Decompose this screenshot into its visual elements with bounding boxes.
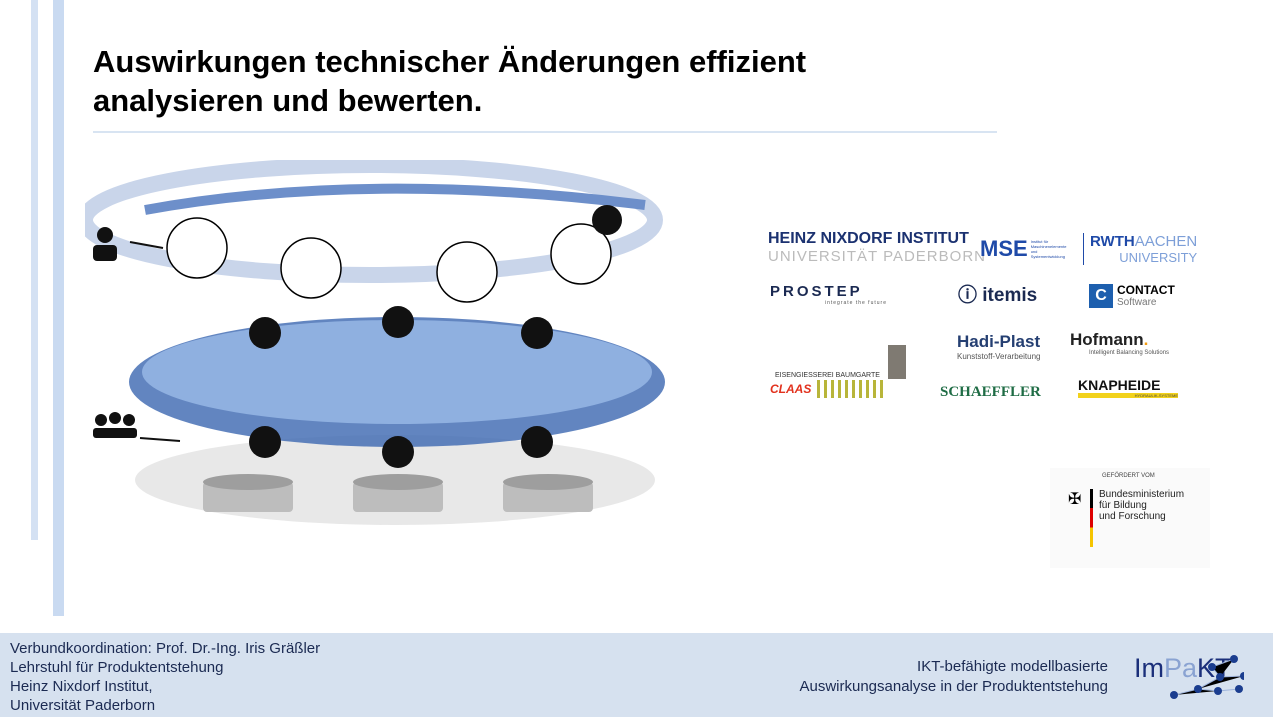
rwth-logo: RWTHAACHEN UNIVERSITY (1083, 233, 1197, 265)
eagle-icon: ✠ (1068, 491, 1082, 508)
impakt-logo: ImPaKT (1134, 653, 1244, 699)
title-divider (93, 131, 997, 133)
mse-logo: MSE Institut für Maschinenelemente und S… (980, 236, 1067, 261)
prostep-logo: PROSTEP integrate the future (770, 283, 887, 306)
partner-logos: HEINZ NIXDORF INSTITUT UNIVERSITÄT PADER… (765, 228, 1197, 408)
itemis-logo: ⓘ itemis (958, 285, 1038, 306)
knapheide-logo: KNAPHEIDE HYDRAULIK-SYSTEME (1078, 377, 1178, 398)
arrow-icon (139, 437, 181, 442)
claas-logo: CLAAS (770, 380, 888, 398)
impact-analysis-diagram (85, 160, 665, 525)
hadi-plast-logo: Hadi-Plast Kunststoff-Verarbeitung (957, 332, 1041, 361)
baumgarte-logo: EISENGIESSEREI BAUMGARTE (775, 345, 906, 379)
team-icon (93, 412, 137, 438)
page-title: Auswirkungen technischer Änderungen effi… (93, 42, 993, 120)
arrow-icon (129, 241, 164, 249)
hni-logo: HEINZ NIXDORF INSTITUT UNIVERSITÄT PADER… (768, 230, 986, 265)
database-icons (203, 474, 593, 512)
title-line-2: analysieren und bewerten. (93, 83, 483, 118)
side-accent-bar-wide (53, 0, 64, 616)
process-ring (85, 160, 663, 283)
person-icon (93, 227, 117, 261)
schaeffler-logo: SCHAEFFLER (940, 384, 1041, 400)
side-accent-bar (31, 0, 38, 540)
footer: Verbundkoordination: Prof. Dr.-Ing. Iris… (0, 633, 1273, 717)
model-element-icons (249, 205, 622, 468)
network-icon (1170, 655, 1244, 699)
process-step-icons (166, 217, 612, 303)
footer-coordination: Verbundkoordination: Prof. Dr.-Ing. Iris… (10, 640, 321, 714)
title-line-1: Auswirkungen technischer Änderungen effi… (93, 44, 807, 79)
hofmann-logo: Hofmann. Intelligent Balancing Solutions (1070, 330, 1170, 356)
